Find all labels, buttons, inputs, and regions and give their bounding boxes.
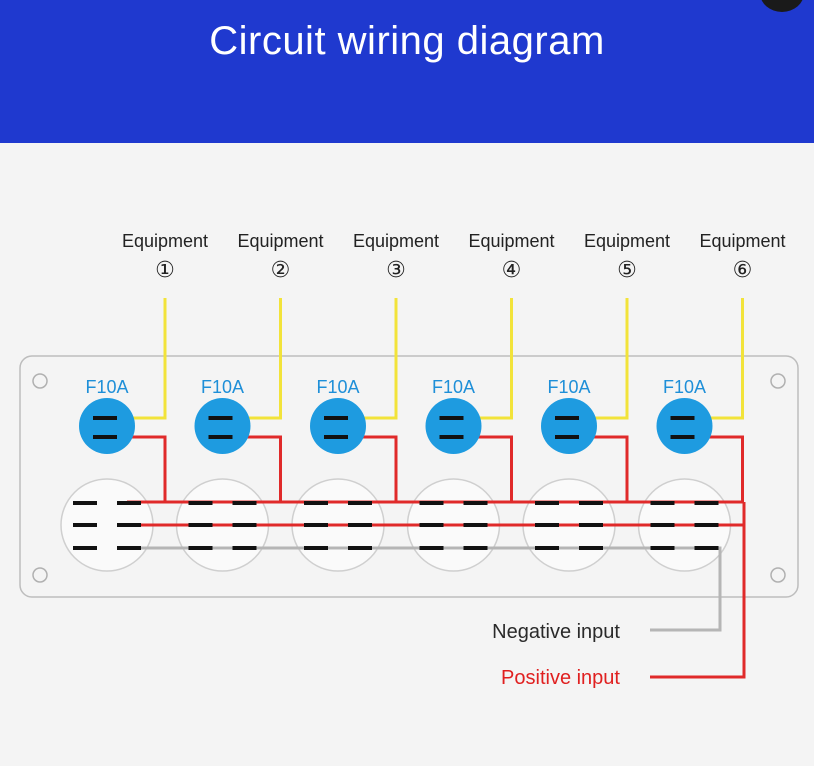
equipment-label-2: Equipment [237,231,323,251]
fuse-holder-2 [194,398,251,454]
terminal-group [73,501,719,550]
equipment-label-5: Equipment [584,231,670,251]
signal-wire-1 [115,298,167,420]
fuse-rating-6: F10A [663,377,706,397]
equipment-label-3: Equipment [353,231,439,251]
signal-wire-5 [577,298,629,420]
fuse-rating-2: F10A [201,377,244,397]
equipment-label-group: Equipment ① Equipment ② Equipment ③ Equipment ④… [122,231,786,282]
equipment-label-4: Equipment [468,231,554,251]
positive-input-label: Positive input [501,667,620,689]
fuse-rating-4: F10A [432,377,475,397]
mount-hole-top-right [770,373,786,389]
equipment-number-3: ③ [386,257,406,282]
mount-hole-bottom-right [770,567,786,583]
equipment-number-4: ④ [502,257,522,282]
signal-wire-2 [230,298,282,420]
corner-dot [760,0,804,12]
signal-wire-6 [692,298,744,420]
fuse-rating-5: F10A [547,377,590,397]
fuse-holder-4 [425,398,482,454]
fuse-holder-3 [310,398,366,454]
signal-wire-4 [461,298,513,420]
page-title: Circuit wiring diagram [209,19,605,63]
fuse-holder-5 [541,398,597,454]
fuse-group: F10A F10A F10A F10A F10A F10A [79,377,713,454]
equipment-number-6: ⑥ [733,257,753,282]
equipment-label-6: Equipment [699,231,785,251]
switch-panel [19,355,799,598]
equipment-label-1: Equipment [122,231,208,251]
positive-input-wire [650,502,746,679]
fuse-rating-1: F10A [85,377,128,397]
fuse-holder-1 [79,398,135,454]
fuse-rating-3: F10A [316,377,359,397]
negative-input-label: Negative input [492,621,620,643]
signal-wire-3 [346,298,398,420]
equipment-number-1: ① [155,257,175,282]
mount-hole-bottom-left [32,567,48,583]
fuse-holder-6 [656,398,713,454]
mount-hole-top-left [32,373,48,389]
equipment-number-5: ⑤ [617,257,637,282]
equipment-number-2: ② [271,257,291,282]
header-banner: Circuit wiring diagram [0,0,814,143]
